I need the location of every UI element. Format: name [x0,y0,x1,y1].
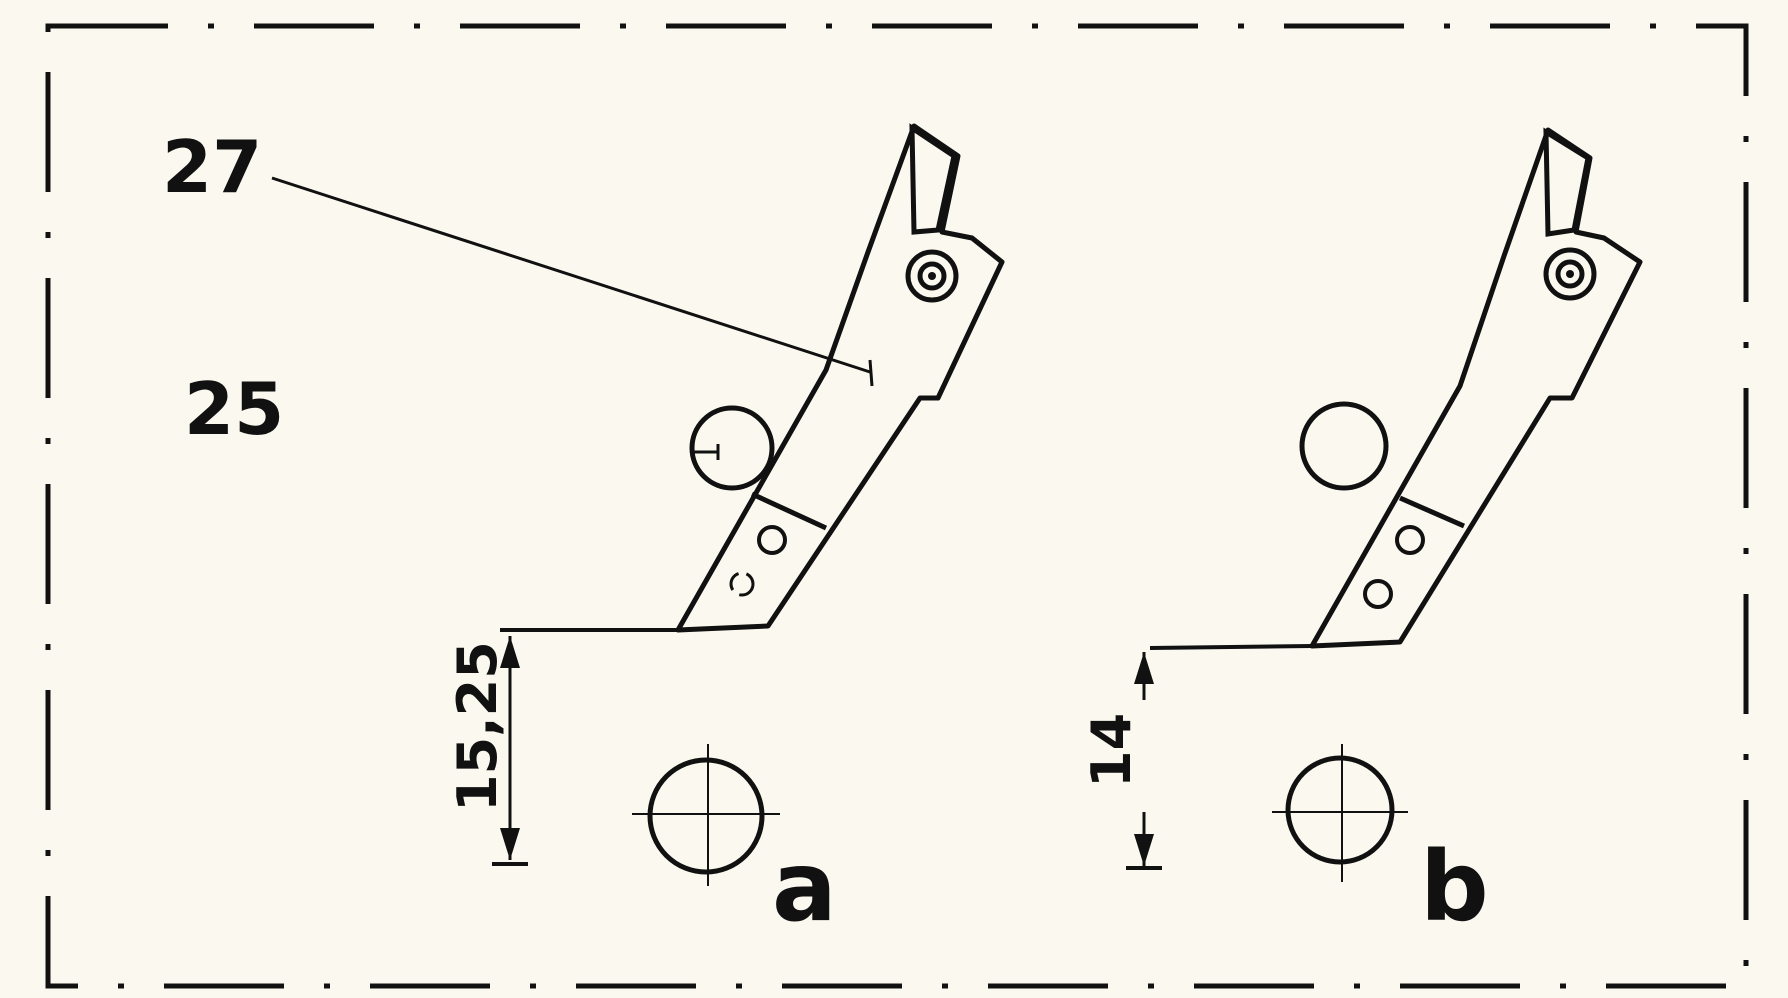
pivot-bolt-inner-a [917,261,947,291]
leader-line-27 [271,176,871,374]
dimension-arrow-top-a [500,636,520,668]
reference-circle-a [647,757,765,875]
pivot-bolt-outer-a [905,249,959,303]
lever-arm-a [675,123,1005,633]
dimension-value-a: 15,25 [446,641,509,812]
pad-hole-upper-a [757,525,787,555]
roller-b [1299,401,1389,491]
dimension-arrow-bottom-a [500,828,520,860]
pad-hole-lower-b [1363,579,1393,609]
baseline-b [1149,644,1313,650]
view-a: 15,25 a [446,123,1005,943]
pad-hole-lower-a [729,571,755,597]
reference-circle-b [1285,755,1395,865]
pad-divider-b [1398,495,1466,529]
dimension-value-b: 14 [1080,713,1143,788]
pivot-bolt-center-b [1566,270,1574,278]
roller-a [689,405,775,491]
pivot-bolt-outer-b [1543,247,1597,301]
dimension-arrow-bottom-b [1134,834,1154,866]
pivot-bolt-center-a [928,272,936,280]
pad-divider-a [750,491,828,531]
caption-a: a [772,831,837,943]
pivot-bolt-inner-b [1555,259,1585,289]
view-b: 14 b [1080,127,1643,943]
lever-tip-a [909,123,957,235]
label-25: 25 [184,367,284,451]
border-frame [45,23,1749,989]
lever-arm-b [1309,127,1643,649]
dimension-arrow-top-b [1134,652,1154,684]
leader-tick-27 [868,359,874,387]
caption-b: b [1420,831,1489,943]
pad-hole-upper-b [1395,525,1425,555]
label-27: 27 [162,125,262,209]
lever-tip-b [1543,127,1591,237]
